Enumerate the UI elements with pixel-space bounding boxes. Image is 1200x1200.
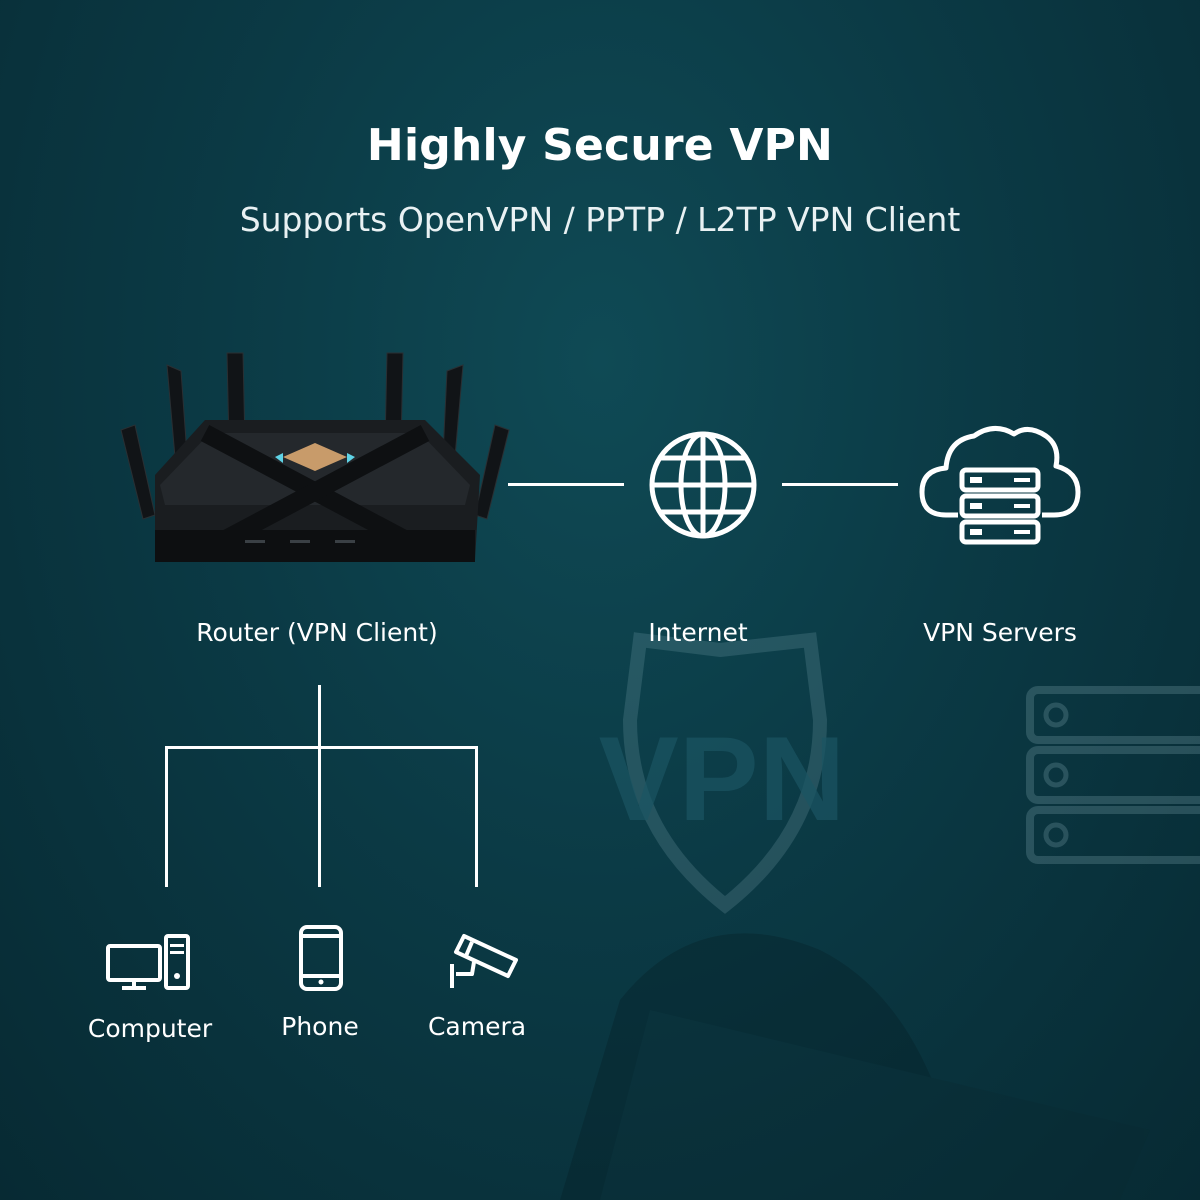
server-rack-illustration <box>1026 686 1200 864</box>
connector-branch-camera <box>475 746 478 887</box>
connector-branch-horizontal <box>165 746 478 749</box>
vpn-watermark: VPN <box>599 712 846 846</box>
page-title: Highly Secure VPN <box>366 120 834 171</box>
connector-internet-servers <box>782 483 898 486</box>
shield-icon <box>622 632 828 914</box>
page-subtitle: Supports OpenVPN / PPTP / L2TP VPN Clien… <box>239 200 961 239</box>
cloud-server-icon <box>919 426 1081 545</box>
router-image <box>120 352 510 562</box>
phone-label: Phone <box>281 1012 359 1041</box>
router-label: Router (VPN Client) <box>196 618 438 647</box>
camera-icon <box>450 934 518 988</box>
camera-label: Camera <box>427 1012 527 1041</box>
connector-branch-computer <box>165 746 168 887</box>
connector-router-trunk <box>318 685 321 887</box>
phone-icon <box>299 925 343 991</box>
laptop-hands-illustration <box>560 933 1150 1200</box>
connector-router-internet <box>508 483 624 486</box>
vpn-servers-label: VPN Servers <box>923 618 1077 647</box>
internet-label: Internet <box>648 618 748 647</box>
computer-label: Computer <box>87 1014 213 1043</box>
computer-icon <box>106 934 190 990</box>
globe-icon <box>649 431 757 539</box>
